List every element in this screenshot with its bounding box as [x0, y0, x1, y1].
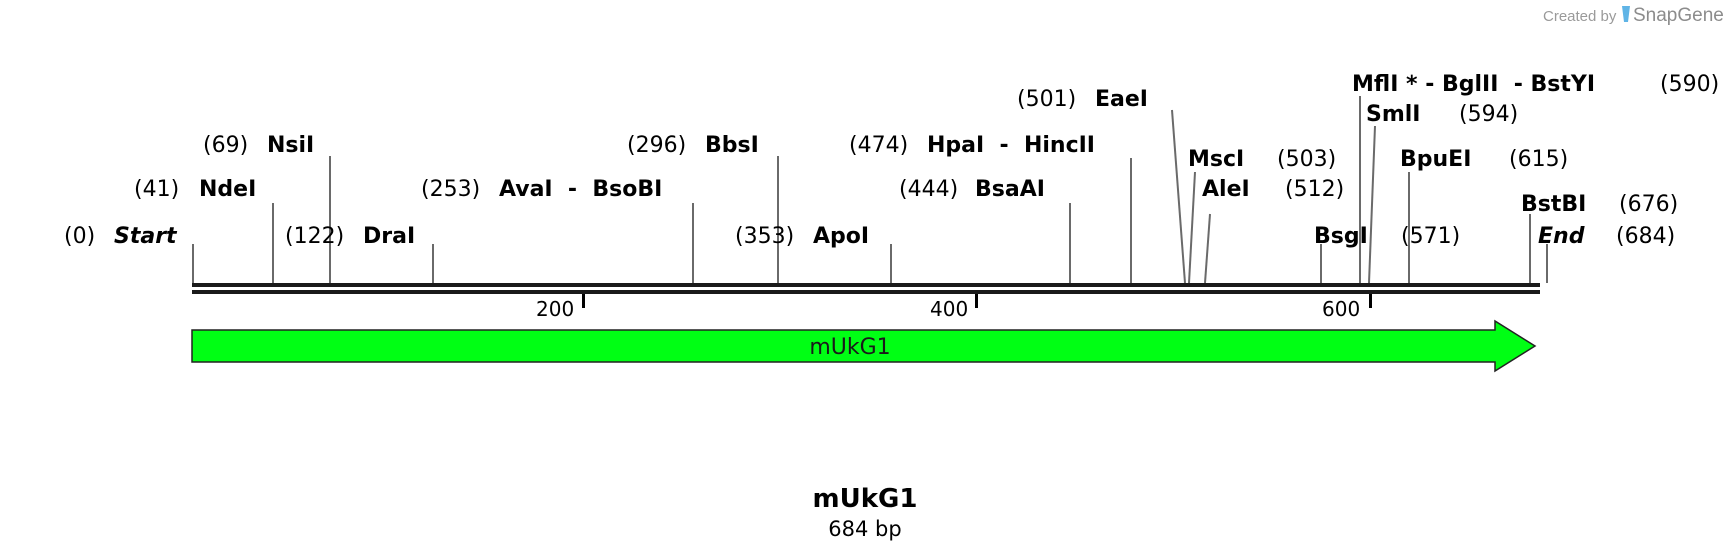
- site-bpuei: BpuEI (615): [1400, 147, 1568, 172]
- sequence-backbone: [192, 283, 1540, 294]
- site-bsgi-position: (571): [1401, 224, 1460, 249]
- site-nsii-position: (69): [203, 133, 248, 158]
- site-apoi-position: (353): [735, 224, 794, 249]
- site-end-position: (684): [1616, 224, 1675, 249]
- site-avai-label: AvaI - BsoBI: [499, 177, 662, 202]
- site-nsii-label: NsiI: [267, 133, 314, 158]
- site-nsii: (69) NsiI: [203, 133, 314, 158]
- site-eaei-position: (501): [1017, 87, 1076, 112]
- site-drai-label: DraI: [363, 224, 415, 249]
- site-bbsi: (296) BbsI: [627, 133, 759, 158]
- site-msci-label: MscI: [1188, 147, 1244, 172]
- site-hpai-hincii: (474) HpaI - HincII: [849, 133, 1095, 158]
- site-eaei: (501) EaeI: [1017, 87, 1148, 112]
- site-smli-label: SmlI: [1366, 102, 1421, 127]
- site-start: (0) Start: [64, 224, 178, 249]
- site-alei-position: (512): [1285, 177, 1344, 202]
- ruler: 200 400 600: [536, 294, 1372, 321]
- tick-200: [582, 294, 585, 308]
- site-bstbi: BstBI (676): [1521, 192, 1678, 217]
- connector-msci: [1188, 171, 1196, 284]
- site-avai-position: (253): [421, 177, 480, 202]
- site-connectors: [192, 96, 1548, 284]
- site-bstbi-position: (676): [1619, 192, 1678, 217]
- site-apoi: (353) ApoI: [735, 224, 869, 249]
- tick-600: [1369, 294, 1372, 308]
- site-smli-position: (594): [1459, 102, 1518, 127]
- site-eaei-label: EaeI: [1095, 87, 1148, 112]
- site-alei: AleI (512): [1202, 177, 1344, 202]
- site-bsgi-label: BsgI: [1314, 224, 1368, 249]
- site-ndei: (41) NdeI: [134, 177, 256, 202]
- snapgene-logo-icon: [1622, 6, 1630, 22]
- tick-label-400: 400: [930, 297, 968, 321]
- site-msci-position: (503): [1277, 147, 1336, 172]
- site-drai-position: (122): [285, 224, 344, 249]
- site-smli: SmlI (594): [1366, 102, 1518, 127]
- site-bpuei-position: (615): [1509, 147, 1568, 172]
- site-mfli-position: (590): [1660, 72, 1719, 97]
- snapgene-brand-text: SnapGene: [1633, 5, 1724, 26]
- site-alei-label: AleI: [1202, 177, 1250, 202]
- connector-eaei: [1171, 109, 1186, 284]
- site-bsgi: BsgI (571): [1314, 224, 1460, 249]
- site-bsaai: (444) BsaAI: [899, 177, 1045, 202]
- tick-label-200: 200: [536, 297, 574, 321]
- tick-400: [975, 294, 978, 308]
- map-length: 684 bp: [828, 517, 901, 541]
- site-mfli-bglii-bstyi: MflI * - BglII - BstYI (590): [1352, 72, 1719, 97]
- site-mfli-label: MflI * - BglII - BstYI: [1352, 72, 1595, 97]
- site-start-label: Start: [114, 224, 178, 249]
- site-ndei-position: (41): [134, 177, 179, 202]
- feature-mukg1[interactable]: mUkG1: [191, 319, 1537, 373]
- site-avai-bsobi: (253) AvaI - BsoBI: [421, 177, 662, 202]
- created-by-text: Created by: [1543, 8, 1617, 25]
- site-bbsi-label: BbsI: [705, 133, 759, 158]
- site-end-label: End: [1538, 224, 1585, 249]
- site-apoi-label: ApoI: [813, 224, 869, 249]
- site-ndei-label: NdeI: [199, 177, 256, 202]
- site-bsaai-label: BsaAI: [975, 177, 1045, 202]
- site-bsaai-position: (444): [899, 177, 958, 202]
- site-hpai-position: (474): [849, 133, 908, 158]
- site-end: End (684): [1538, 224, 1675, 249]
- connector-alei: [1204, 213, 1211, 284]
- site-start-position: (0): [64, 224, 95, 249]
- feature-arrow: [191, 319, 1537, 373]
- site-bpuei-label: BpuEI: [1400, 147, 1471, 172]
- site-msci: MscI (503): [1188, 147, 1336, 172]
- site-hpai-label: HpaI - HincII: [927, 133, 1095, 158]
- site-drai: (122) DraI: [285, 224, 415, 249]
- tick-label-600: 600: [1322, 297, 1360, 321]
- site-bbsi-position: (296): [627, 133, 686, 158]
- feature-label: mUkG1: [809, 335, 890, 360]
- map-title: mUkG1: [813, 484, 918, 514]
- connector-smli: [1368, 125, 1376, 284]
- site-bstbi-label: BstBI: [1521, 192, 1586, 217]
